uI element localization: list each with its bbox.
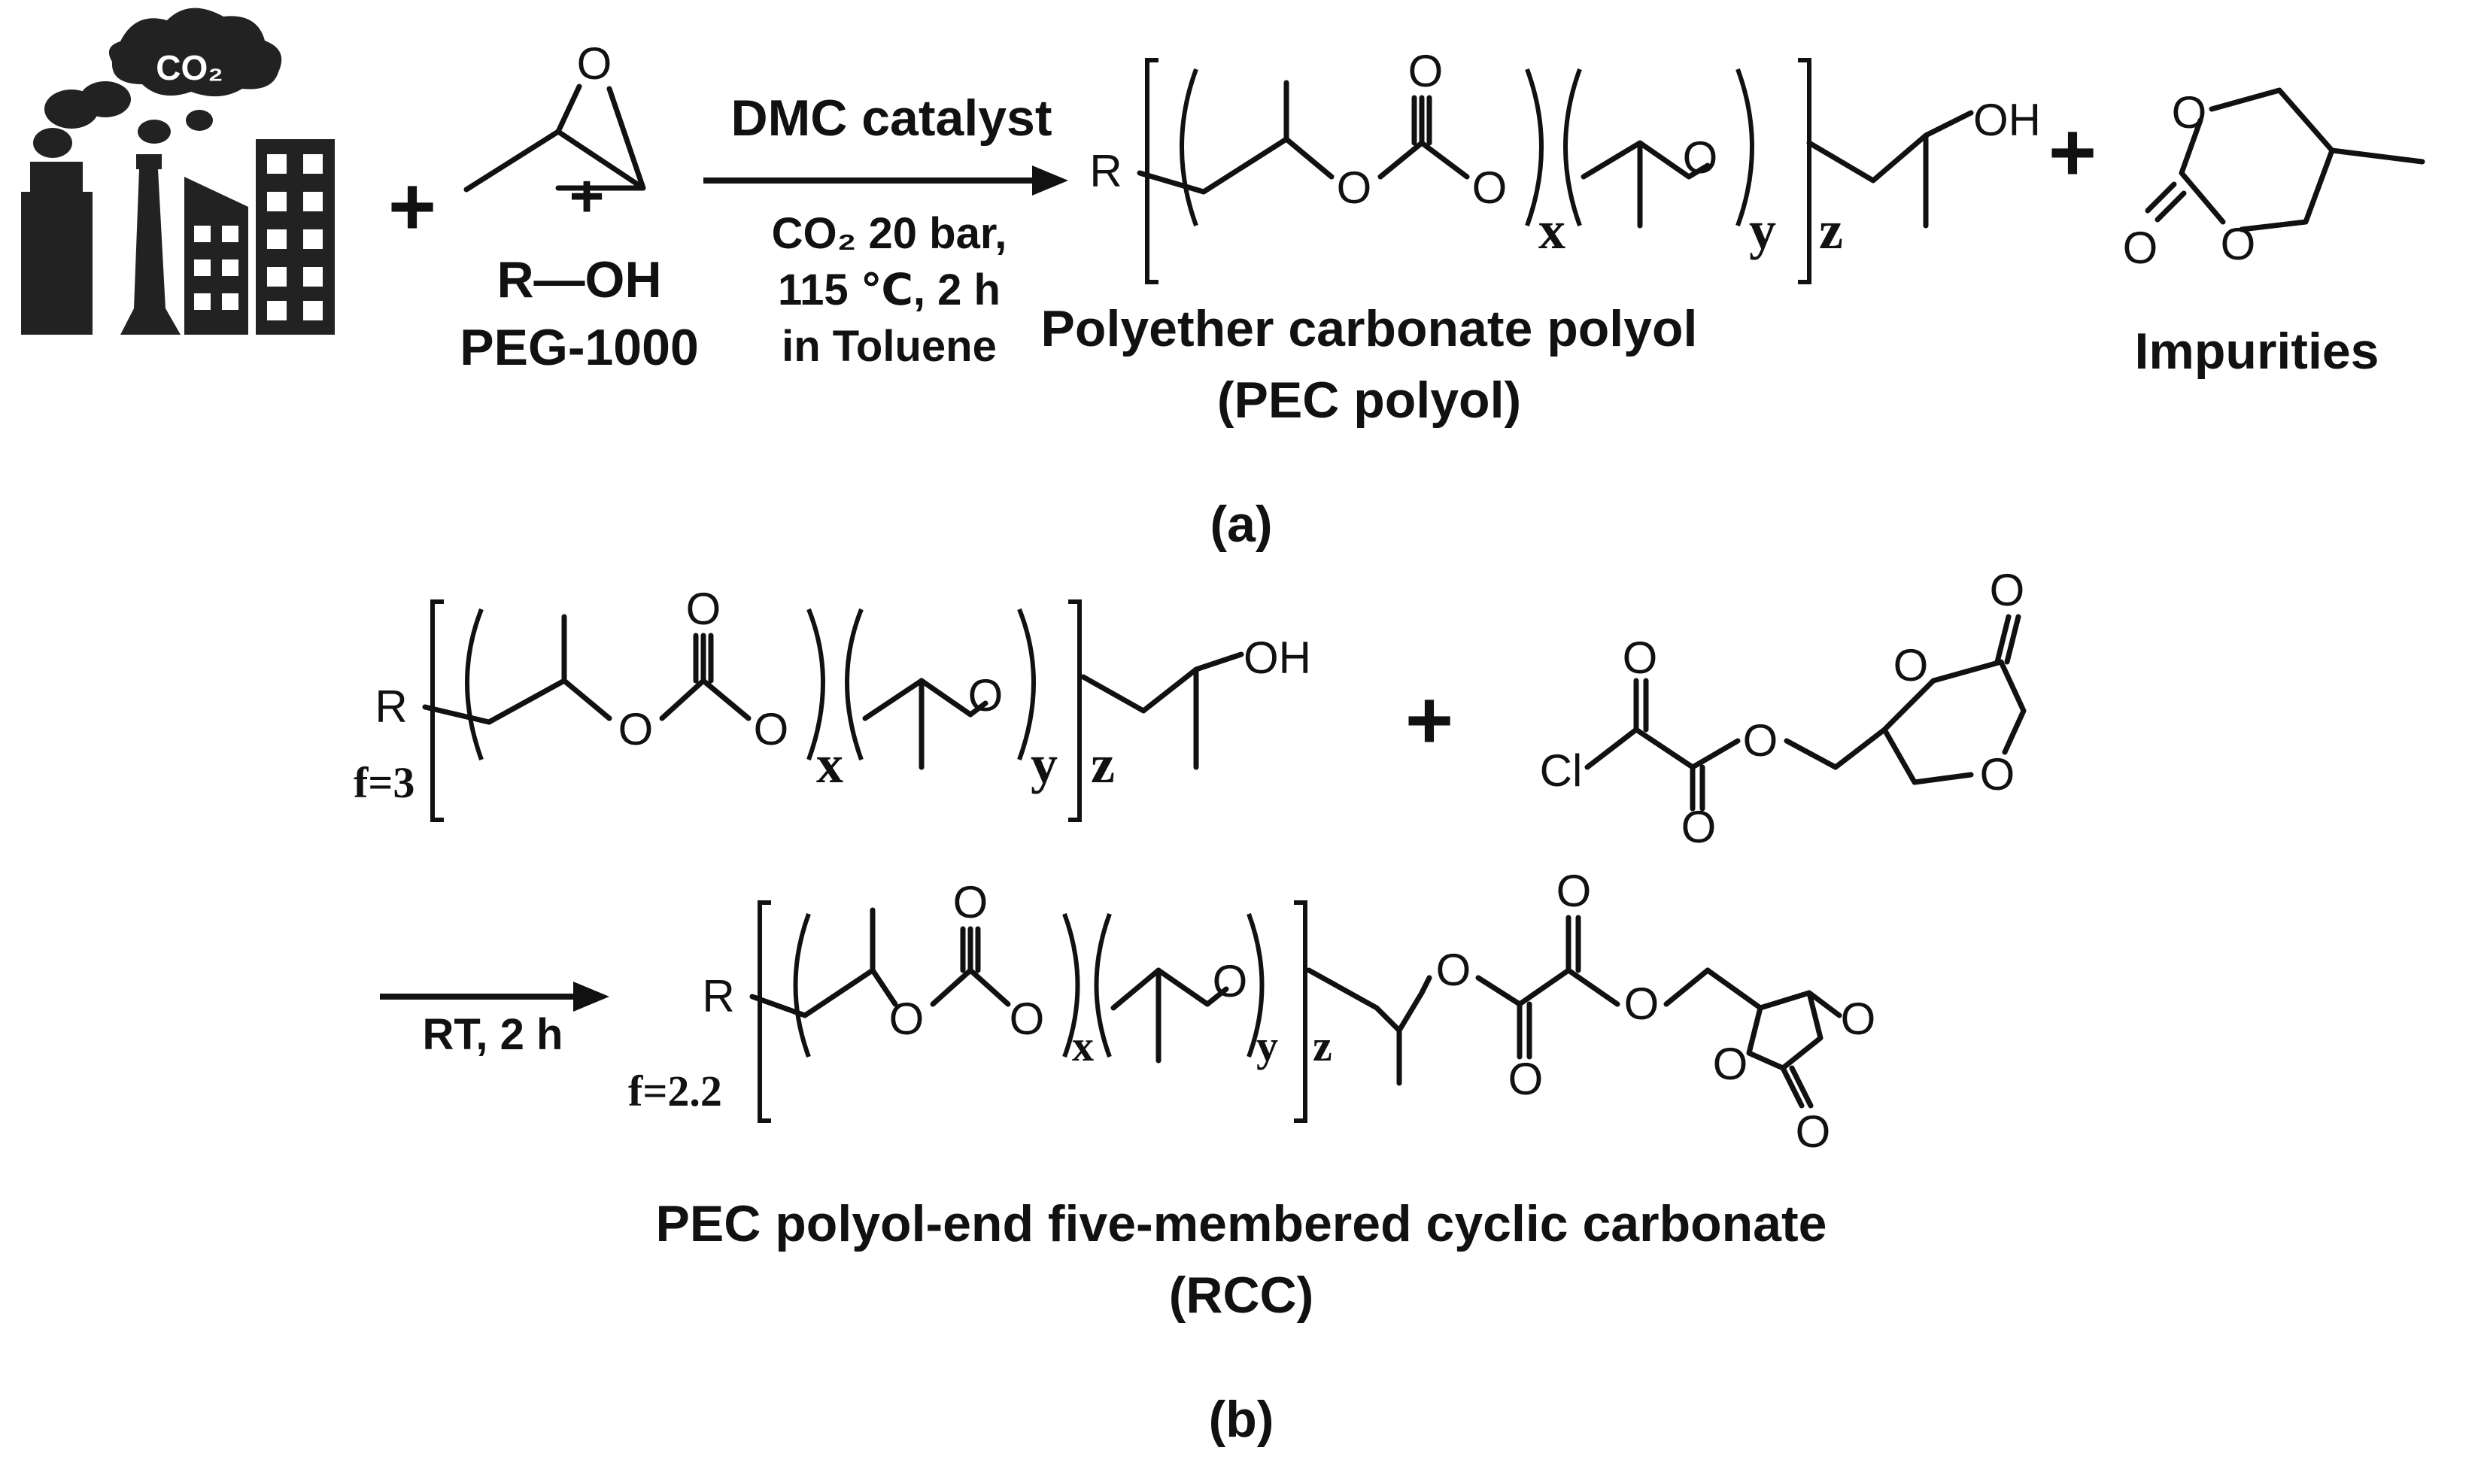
svg-text:OH: OH [1244,633,1311,683]
caption-a: (a) [1210,496,1272,553]
plus-sign-a2: + [2048,106,2097,199]
svg-text:O: O [2123,223,2158,273]
product-abbrev-a: (PEC polyol) [1217,372,1521,429]
impurity-label: Impurities [2135,323,2379,380]
co2-label: CO₂ [156,48,223,87]
svg-text:O: O [953,877,988,927]
svg-text:O: O [1681,802,1717,852]
svg-text:O: O [1980,749,2015,800]
svg-text:O: O [2172,87,2207,138]
initiator-formula: R—OH [496,251,661,308]
pec-polyol-reactant: R f=3 O O O x O y z OH [354,584,1311,822]
condition-pressure: CO₂ 20 bar, [772,209,1007,258]
svg-text:y: y [1749,200,1776,260]
svg-text:O: O [1841,994,1876,1044]
svg-text:O: O [1436,945,1471,995]
reaction-arrow [703,165,1068,196]
factory-icon: CO₂ [21,8,335,335]
product-name-b: PEC polyol-end five-membered cyclic carb… [656,1195,1827,1252]
propylene-carbonate-structure: O O O [2123,87,2425,273]
svg-text:f=3: f=3 [354,758,415,807]
svg-text:O: O [1713,1039,1748,1089]
svg-text:z: z [1091,734,1115,794]
svg-text:O: O [1990,565,2025,615]
svg-text:z: z [1313,1021,1332,1070]
svg-text:O: O [1623,633,1658,683]
initiator-name: PEG-1000 [460,319,699,376]
product-abbrev-b: (RCC) [1169,1267,1314,1324]
svg-text:O: O [1213,956,1248,1006]
svg-text:Cl: Cl [1540,745,1583,796]
svg-text:O: O [686,584,721,634]
svg-text:x: x [816,734,843,794]
condition-b: RT, 2 h [423,1010,563,1059]
svg-text:O: O [1893,640,1929,690]
svg-text:y: y [1031,734,1058,794]
svg-text:O: O [577,38,612,89]
reaction-arrow-b [380,982,609,1012]
svg-text:O: O [754,704,789,754]
propylene-oxide: O [463,38,646,193]
svg-text:O: O [2221,219,2256,269]
svg-text:O: O [1683,132,1718,183]
condition-solvent: in Toluene [782,322,997,371]
caption-b: (b) [1209,1391,1274,1448]
plus-sign-b: + [1405,674,1453,766]
svg-text:O: O [1624,979,1660,1029]
rcc-structure: R f=2.2 O O O x O y z O O O O O O O [628,866,1875,1157]
svg-text:y: y [1256,1021,1278,1070]
svg-text:O: O [1408,46,1444,96]
svg-text:O: O [889,994,925,1044]
pec-polyol-structure: R O O O x O y z OH [1089,46,2041,284]
svg-text:O: O [1796,1106,1831,1157]
svg-text:+: + [569,162,605,229]
condition-temperature: 115 ℃, 2 h [778,266,1001,314]
product-name-a: Polyether carbonate polyol [1041,300,1698,357]
svg-text:R: R [1089,146,1122,196]
catalyst-label: DMC catalyst [730,90,1052,147]
svg-text:O: O [1556,866,1592,916]
svg-text:O: O [618,704,654,754]
svg-text:O: O [1472,162,1508,213]
svg-text:O: O [1508,1054,1544,1104]
plus-sign: + [388,160,436,253]
chlorooxalyl-carbonate-structure: Cl O O O O O O [1540,565,2027,852]
svg-text:R: R [702,971,734,1021]
svg-text:O: O [1337,162,1372,213]
svg-text:x: x [1538,200,1565,260]
svg-text:f=2.2: f=2.2 [628,1067,722,1115]
svg-text:R: R [375,681,407,732]
svg-text:O: O [968,670,1004,721]
svg-text:x: x [1072,1021,1094,1070]
svg-text:O: O [1010,994,1045,1044]
svg-text:OH: OH [1973,95,2041,145]
svg-text:z: z [1819,200,1843,260]
svg-text:O: O [1743,715,1778,766]
